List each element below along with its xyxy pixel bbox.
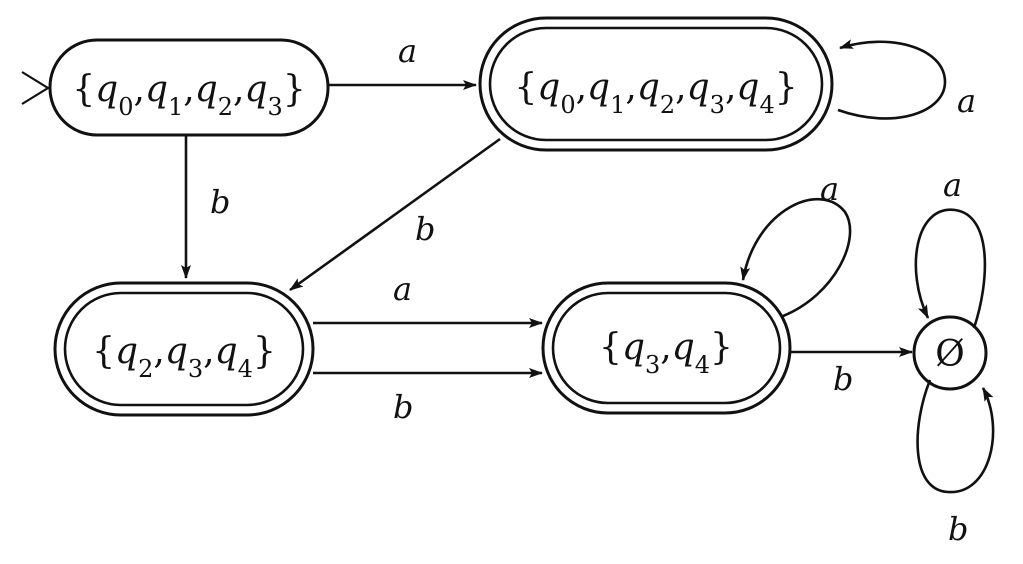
state-label-q3q4: {q3,q4} [599, 327, 733, 379]
state-q0q1q2q3[interactable]: {q0,q1,q2,q3} [48, 38, 330, 137]
edge-label-q234-to-q34-a: a [393, 270, 412, 308]
state-label-q0q1q2q3: {q0,q1,q2,q3} [72, 69, 305, 121]
state-q3q4[interactable]: {q3,q4} [541, 281, 792, 415]
state-q0q1q2q3q4[interactable]: {q0,q1,q2,q3,q4} [478, 16, 834, 152]
state-label-q2q3q4: {q2,q3,q4} [92, 331, 276, 383]
edge-label-q234-to-q34-b: b [393, 388, 413, 426]
edge-q01234-self [837, 39, 947, 120]
state-empty[interactable]: Ø [912, 315, 988, 391]
edge-label-q0123-to-q234: b [210, 183, 230, 221]
start-arrow-icon [21, 71, 51, 105]
state-label-q0q1q2q3q4: {q0,q1,q2,q3,q4} [514, 67, 797, 119]
edge-label-q01234-to-q234: b [415, 210, 435, 248]
edge-empty-self-b [916, 379, 995, 494]
edge-label-q0123-to-q01234: a [398, 32, 417, 70]
state-q2q3q4[interactable]: {q2,q3,q4} [53, 281, 315, 417]
edge-label-q01234-self: a [957, 82, 976, 120]
edge-label-empty-self-a: a [943, 166, 962, 204]
edge-label-empty-self-b: b [948, 510, 968, 548]
edge-label-q34-self: a [820, 170, 839, 208]
edge-empty-self-a [914, 208, 987, 329]
edge-q01234-to-q234 [289, 137, 501, 292]
edge-q34-self [740, 197, 852, 318]
state-label-empty: Ø [935, 334, 965, 375]
edge-label-q34-to-empty: b [833, 360, 853, 398]
